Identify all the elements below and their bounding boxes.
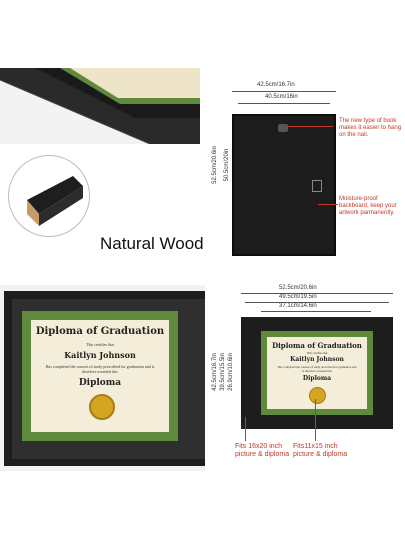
dim-width-outer: 52.5cm/20.6in [279, 285, 317, 291]
certificate-name: Kaitlyn Johnson [290, 356, 344, 363]
certificate-name: Kaitlyn Johnson [64, 350, 136, 360]
fit-label-16x20: Fits 16x20 inch picture & diploma [235, 443, 290, 458]
certificate-award: Diploma [78, 378, 122, 388]
certificate-certifies: This certifies that [306, 351, 328, 355]
latch-icon [312, 180, 322, 192]
certificate-paper: Diploma of Graduation This certifies tha… [267, 337, 367, 409]
profile-inset [8, 155, 90, 237]
dim-height-inner: 26.9cm/10.6in [228, 353, 234, 391]
frame-back [232, 114, 336, 256]
note-line [287, 126, 333, 127]
gold-seal-icon [309, 387, 326, 404]
gold-seal-icon [89, 394, 115, 420]
dim-width-inner: 37.1cm/14.6in [279, 303, 317, 309]
dim-height-inner: 50.5cm/20in [224, 148, 230, 182]
certificate-body: Has completed the courses of study presc… [277, 365, 357, 373]
fit-pointer [315, 399, 316, 441]
certificate-body: Has completed the courses of study presc… [45, 364, 155, 374]
dim-line [245, 302, 389, 303]
framed-diploma-photo: Diploma of Graduation This certifies tha… [0, 285, 205, 471]
dim-line [241, 293, 393, 294]
note-backboard: Moisture-proof backboard, keep your artw… [339, 196, 397, 216]
frame-corner-photo [0, 68, 200, 144]
dim-line [261, 311, 371, 312]
note-hook: The new type of book makes it easier to … [339, 118, 402, 138]
dim-height-mid: 39.5cm/15.5in [220, 353, 226, 391]
certificate-title: Diploma of Graduation [35, 326, 165, 337]
hook-icon [278, 124, 288, 132]
dim-width-mid: 49.5cm/19.5in [279, 294, 317, 300]
fit-pointer [245, 417, 246, 441]
fit-label-11x15: Fits11x15 inch picture & diploma [293, 443, 348, 458]
certificate-paper: Diploma of Graduation This certifies tha… [31, 320, 169, 432]
frame-corner-illustration [0, 68, 200, 144]
certificate-border: Diploma of Graduation This certifies tha… [261, 331, 373, 415]
profile-illustration [27, 176, 83, 226]
dim-width-inner: 40.5cm/16in [265, 94, 298, 100]
dim-height-outer: 42.5cm/16.7in [212, 353, 218, 391]
frame-front-diagram: Diploma of Graduation This certifies tha… [241, 317, 393, 429]
note-line [318, 204, 338, 205]
headline: Natural Wood [100, 234, 204, 253]
dim-line [238, 103, 330, 104]
certificate-border: Diploma of Graduation This certifies tha… [22, 311, 178, 441]
back-view-section: 42.5cm/16.7in 40.5cm/16in 52.5cm/20.6in … [205, 82, 405, 272]
dim-height-outer: 52.5cm/20.6in [212, 146, 218, 184]
dim-width-outer: 42.5cm/16.7in [257, 82, 295, 88]
certificate-award: Diploma [302, 375, 332, 382]
certificate-title: Diploma of Graduation [272, 341, 362, 350]
certificate-certifies: This certifies that [86, 342, 114, 347]
front-view-section: 52.5cm/20.6in 49.5cm/19.5in 37.1cm/14.6i… [205, 285, 405, 500]
dim-line [232, 91, 336, 92]
